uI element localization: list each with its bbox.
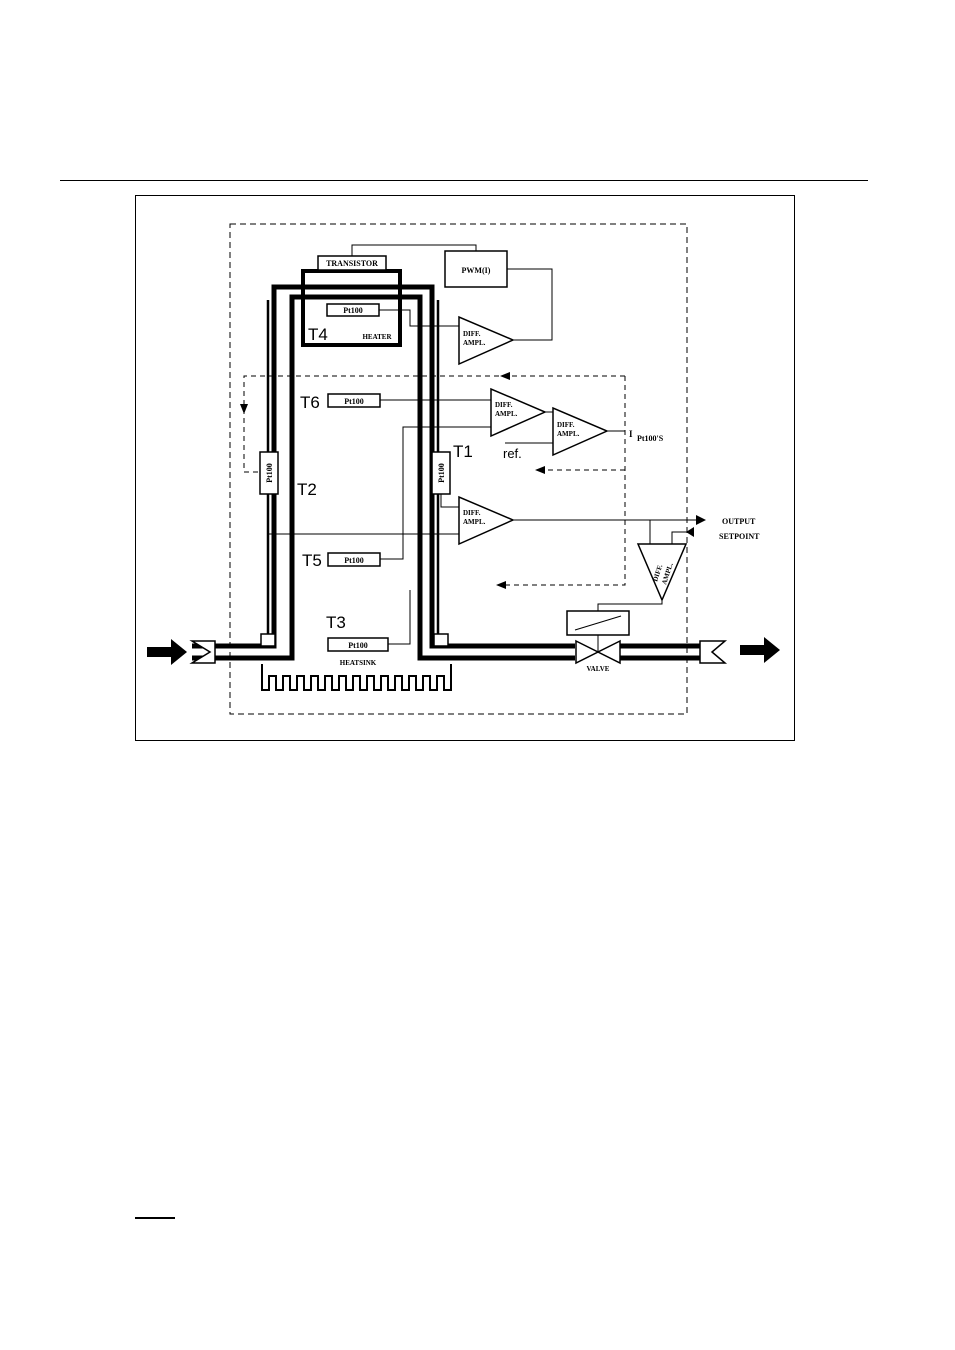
- sensor-tag-t4: T4: [308, 325, 328, 344]
- pwm-label: PWM(I): [462, 266, 491, 275]
- setpoint-label: SETPOINT: [719, 532, 760, 541]
- valve: [567, 611, 629, 663]
- diff-amp-valve: DIFF. AMPL.: [638, 544, 686, 600]
- pt100-sensor-t5: Pt100: [328, 553, 380, 566]
- pt100-sensor-t3: Pt100: [328, 638, 388, 651]
- sensor-tag-t5: T5: [302, 551, 322, 570]
- pt100-sensor-t2: Pt100: [260, 452, 278, 494]
- inlet-arrow: [147, 639, 187, 665]
- svg-text:DIFF.: DIFF.: [495, 401, 513, 409]
- loop-arrow-left: [240, 404, 248, 414]
- output-arrowhead: [696, 515, 706, 525]
- svg-text:Pt100: Pt100: [344, 556, 364, 565]
- sensor-tag-t3: T3: [326, 613, 346, 632]
- svg-text:Pt100: Pt100: [343, 306, 363, 315]
- output-label: OUTPUT: [722, 517, 756, 526]
- loop-arrow-bottom: [496, 581, 506, 589]
- svg-text:Pt100: Pt100: [344, 397, 364, 406]
- loop-arrow-mid: [535, 466, 545, 474]
- heatsink-fins: [262, 664, 451, 690]
- diff-amp-heater: DIFF. AMPL.: [459, 317, 513, 364]
- svg-text:AMPL.: AMPL.: [495, 410, 518, 418]
- tube-joint-left: [261, 634, 275, 646]
- outlet-pipe-end: [700, 641, 725, 663]
- tube-joint-right: [434, 634, 448, 646]
- diff-amp-current: DIFF. AMPL.: [553, 408, 607, 455]
- pt100-sensor-t6: Pt100: [328, 394, 380, 407]
- svg-text:Pt100: Pt100: [437, 463, 446, 483]
- transistor-label: TRANSISTOR: [326, 259, 378, 268]
- current-sub-label: Pt100'S: [637, 434, 664, 443]
- svg-text:Pt100: Pt100: [265, 463, 274, 483]
- pt100-sensor-t1: Pt100: [432, 452, 450, 494]
- valve-label: VALVE: [587, 665, 610, 673]
- svg-text:AMPL.: AMPL.: [463, 339, 486, 347]
- svg-text:AMPL.: AMPL.: [557, 430, 580, 438]
- sensor-tag-t2: T2: [297, 480, 317, 499]
- current-label: I: [629, 429, 633, 439]
- svg-text:Pt100: Pt100: [348, 641, 368, 650]
- svg-text:DIFF.: DIFF.: [557, 421, 575, 429]
- svg-text:DIFF.: DIFF.: [463, 509, 481, 517]
- outlet-arrow: [740, 637, 780, 663]
- loop-arrow-top: [500, 372, 510, 380]
- svg-text:DIFF.: DIFF.: [463, 330, 481, 338]
- heatsink-label: HEATSINK: [340, 659, 377, 667]
- sensor-tag-t6: T6: [300, 393, 320, 412]
- ref-label: ref.: [503, 446, 522, 461]
- diff-amp-t6: DIFF. AMPL.: [491, 389, 545, 436]
- heater-label: HEATER: [362, 333, 392, 341]
- sensor-tag-t1: T1: [453, 442, 473, 461]
- svg-text:AMPL.: AMPL.: [463, 518, 486, 526]
- pt100-sensor-t4: Pt100: [327, 304, 379, 316]
- diff-amp-output: DIFF. AMPL.: [459, 497, 513, 544]
